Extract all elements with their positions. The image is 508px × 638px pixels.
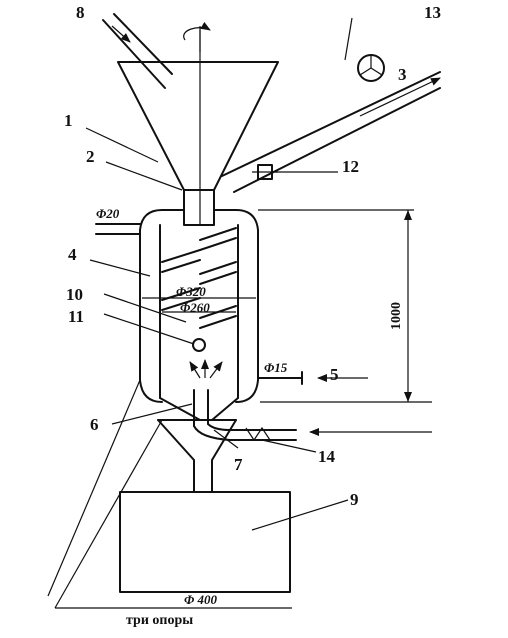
fan-icon (357, 54, 385, 82)
dim-phi260: Φ260 (180, 300, 210, 315)
leader-lines (85, 17, 353, 531)
label-7: 7 (234, 455, 243, 474)
outlet-tube-7 (193, 389, 231, 441)
feed-pipe-8 (102, 13, 173, 89)
label-5: 5 (330, 365, 339, 384)
caption-supports: три опоры (126, 613, 193, 628)
dim-phi320: Φ320 (176, 284, 206, 299)
label-4: 4 (68, 245, 77, 264)
inlet-pipe-20 (95, 223, 141, 235)
support-legs (47, 379, 292, 609)
dim-height-1000: 1000 (389, 302, 404, 330)
dimension-lines (142, 297, 256, 313)
feed-tube-2 (183, 189, 215, 226)
dim-phi15: Φ15 (264, 360, 288, 375)
label-12: 12 (342, 157, 359, 176)
sensor-11 (189, 338, 223, 379)
discharge-pipe-3 (221, 71, 441, 193)
inlet-pipe-15 (257, 371, 368, 385)
label-9: 9 (350, 490, 359, 509)
height-dimension (258, 209, 432, 403)
dim-phi400: Φ 400 (184, 592, 218, 607)
rotation-arrow-icon (183, 21, 211, 52)
pipe-14 (229, 426, 432, 442)
label-14: 14 (318, 447, 336, 466)
hopper (117, 30, 279, 225)
label-8: 8 (76, 3, 85, 22)
reactor-jacket (139, 209, 259, 403)
label-1: 1 (64, 111, 73, 130)
label-6: 6 (90, 415, 99, 434)
label-3: 3 (398, 65, 407, 84)
reactor-inner-tube (159, 224, 239, 421)
lower-cone (157, 419, 237, 493)
label-11: 11 (68, 307, 84, 326)
dim-phi20: Φ20 (96, 206, 120, 221)
collector-vessel-9 (119, 491, 291, 593)
label-2: 2 (86, 147, 95, 166)
label-13: 13 (424, 3, 441, 22)
label-10: 10 (66, 285, 83, 304)
